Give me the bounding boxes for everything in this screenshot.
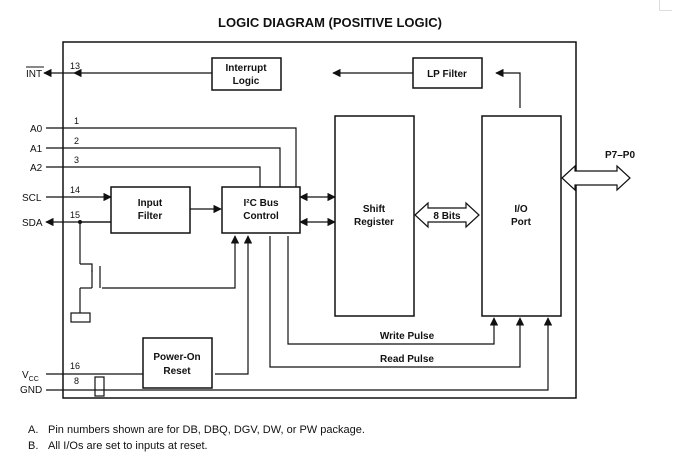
gnd-pin-name: GND xyxy=(20,385,42,396)
power-on-reset-line1: Power-On xyxy=(153,352,200,363)
input-filter-line2: Filter xyxy=(138,211,163,222)
interrupt-logic-line1: Interrupt xyxy=(225,63,267,74)
gnd-pin-number: 8 xyxy=(74,376,79,386)
lp-filter-label: LP Filter xyxy=(427,69,467,80)
shift-register-block xyxy=(334,115,415,317)
footnote-text: Pin numbers shown are for DB, DBQ, DGV, … xyxy=(48,424,365,436)
page-corner-mark xyxy=(659,0,672,11)
io-port-block xyxy=(481,115,562,317)
i2c-control-line2: Control xyxy=(243,211,279,222)
power-on-reset-block xyxy=(142,337,213,389)
eight-bit-bus-arrow xyxy=(414,201,480,229)
i2c-control-block xyxy=(221,186,301,234)
write-pulse-label: Write Pulse xyxy=(380,331,435,342)
footnote-text: All I/Os are set to inputs at reset. xyxy=(48,440,208,452)
a2-pin-name: A2 xyxy=(30,163,43,174)
io-port-line2: Port xyxy=(511,217,532,228)
bus-width-label: 8 Bits xyxy=(433,211,461,222)
int-pin-number: 13 xyxy=(70,61,80,71)
vcc-pin-name: VCC xyxy=(22,370,39,383)
port-label: P7–P0 xyxy=(605,150,635,161)
scl-pin-name: SCL xyxy=(22,193,42,204)
sda-pin-name: SDA xyxy=(22,218,43,229)
input-filter-line1: Input xyxy=(138,198,163,209)
sda-pin-number: 15 xyxy=(70,210,80,220)
io-port-line1: I/O xyxy=(514,204,528,215)
interrupt-logic-block xyxy=(211,57,282,91)
a1-pin-number: 2 xyxy=(74,136,79,146)
input-filter-block xyxy=(110,186,191,234)
a1-pin-name: A1 xyxy=(30,144,43,155)
diagram-title: LOGIC DIAGRAM (POSITIVE LOGIC) xyxy=(218,15,442,30)
lp-filter-block xyxy=(412,57,483,89)
power-on-reset-line2: Reset xyxy=(163,366,191,377)
shift-register-line2: Register xyxy=(354,217,394,228)
footnote: A. Pin numbers shown are for DB, DBQ, DG… xyxy=(28,422,365,438)
read-pulse-label: Read Pulse xyxy=(380,354,434,365)
footnotes: A. Pin numbers shown are for DB, DBQ, DG… xyxy=(28,422,365,454)
footnote-letter: B. xyxy=(28,440,39,452)
footnote: B. All I/Os are set to inputs at reset. xyxy=(28,438,365,454)
footnote-letter: A. xyxy=(28,424,39,436)
a0-pin-number: 1 xyxy=(74,116,79,126)
interrupt-logic-line2: Logic xyxy=(233,76,260,87)
port-bus-arrow xyxy=(561,164,631,192)
logic-diagram: LOGIC DIAGRAM (POSITIVE LOGIC) xyxy=(20,15,635,399)
scl-pin-number: 14 xyxy=(70,185,80,195)
a0-pin-name: A0 xyxy=(30,124,43,135)
gnd-pad-symbol xyxy=(94,376,105,397)
shift-register-line1: Shift xyxy=(363,204,386,215)
a2-pin-number: 3 xyxy=(74,155,79,165)
int-pin-name: INT xyxy=(26,69,42,80)
device-outline xyxy=(62,41,577,399)
vcc-pin-number: 16 xyxy=(70,361,80,371)
junction-dot xyxy=(78,220,82,224)
wires xyxy=(43,68,553,391)
ground-symbol xyxy=(70,312,91,323)
i2c-control-line1: I²C Bus xyxy=(244,198,279,209)
